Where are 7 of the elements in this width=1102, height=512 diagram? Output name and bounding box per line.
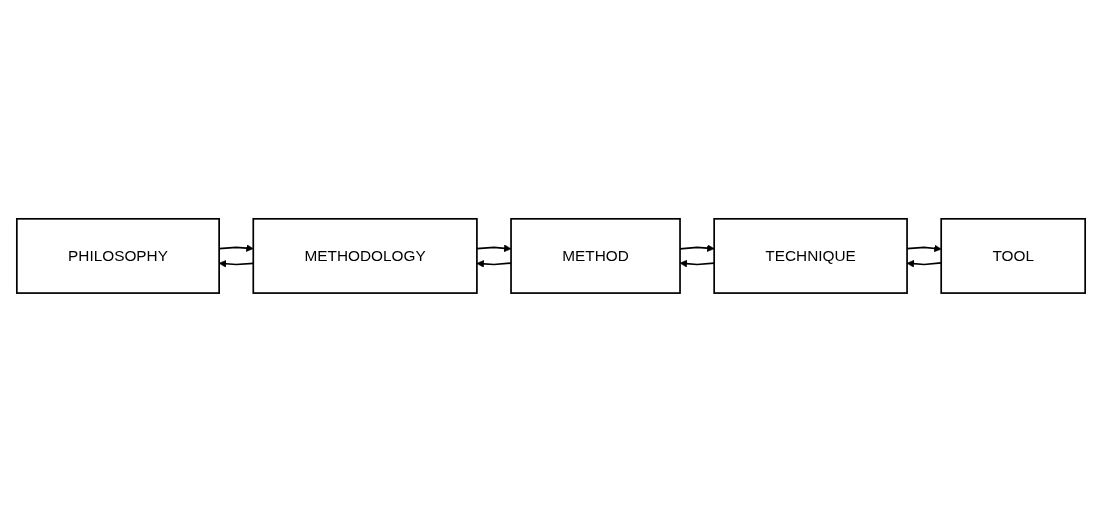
node-box: METHODOLOGY — [252, 218, 478, 294]
arrow — [476, 244, 512, 253]
node-box: PHILOSOPHY — [16, 218, 220, 294]
node-box: METHOD — [510, 218, 681, 294]
node-box: TECHNIQUE — [713, 218, 908, 294]
arrow — [476, 260, 512, 268]
node-box: TOOL — [940, 218, 1087, 294]
